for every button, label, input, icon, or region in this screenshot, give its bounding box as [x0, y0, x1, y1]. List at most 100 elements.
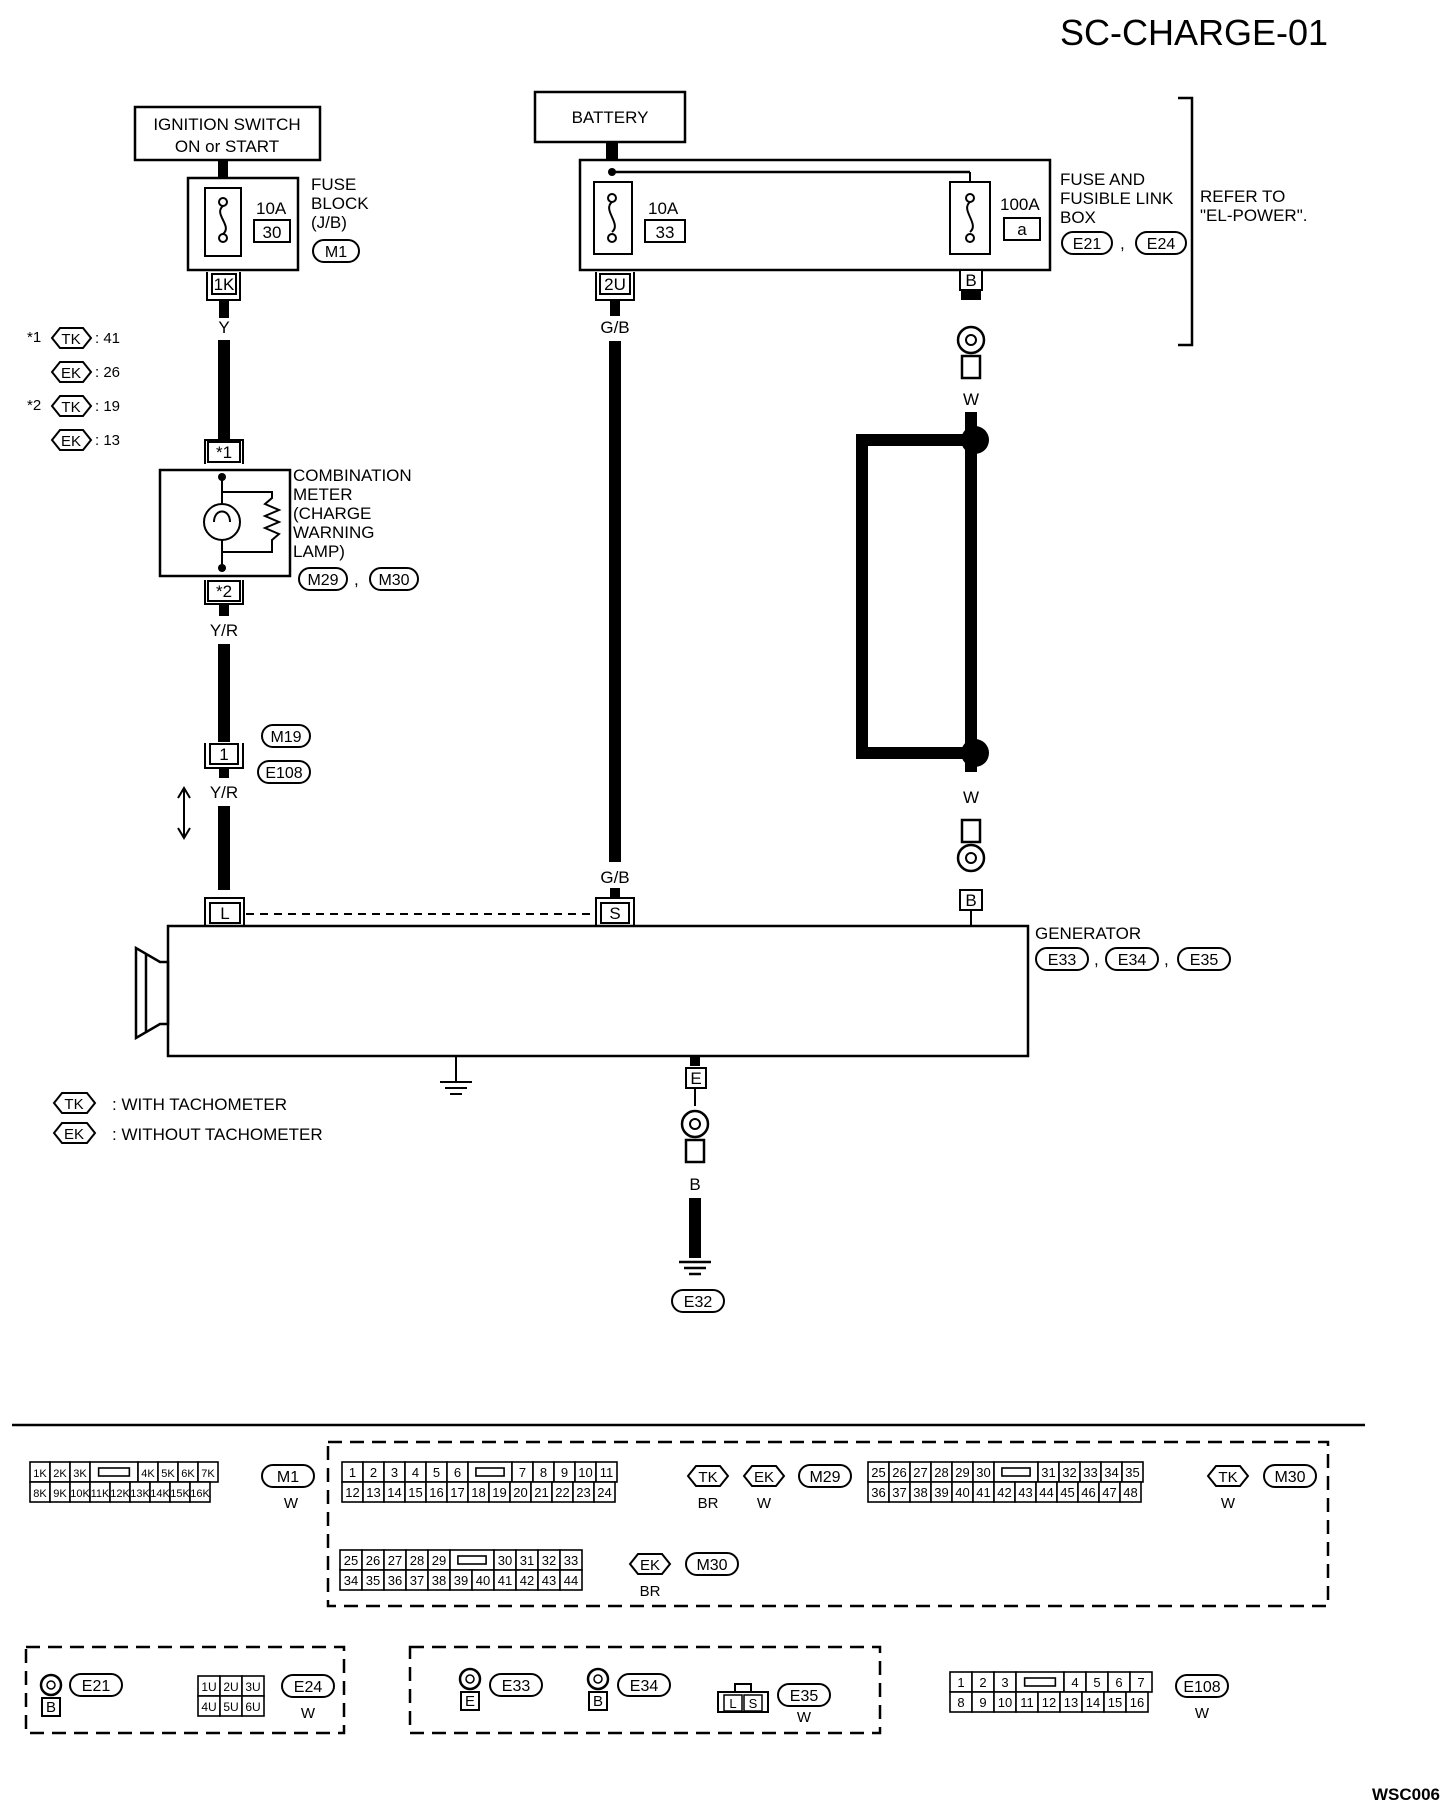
pin-label: 18: [471, 1485, 485, 1500]
pin-label: 17: [450, 1485, 464, 1500]
comb-meter-conn-2: M30: [378, 572, 409, 589]
pin-label: 15: [1108, 1695, 1122, 1710]
pin-label: 31: [1041, 1465, 1055, 1480]
pin-label: 25: [871, 1465, 885, 1480]
svg-text:EK: EK: [61, 365, 81, 382]
pin-label: 28: [410, 1553, 424, 1568]
connector-id: M1: [277, 1469, 299, 1486]
generator-conn-e34: E34: [1118, 952, 1147, 969]
pin-label: 2: [370, 1465, 377, 1480]
comb-meter-label-3: (CHARGE: [293, 504, 371, 523]
svg-text:: 13: : 13: [95, 432, 120, 449]
svg-text:: 19: : 19: [95, 398, 120, 415]
ring-terminal-icon-2: [956, 843, 986, 873]
wire-color-yr-2: Y/R: [210, 783, 238, 802]
svg-text:,: ,: [1094, 950, 1099, 969]
pin-label: 6U: [245, 1700, 260, 1714]
svg-text:S: S: [749, 1696, 758, 1711]
comb-meter-label-5: LAMP): [293, 542, 345, 561]
fusible-link-id: a: [1017, 220, 1027, 239]
terminal-e: E: [690, 1069, 701, 1088]
svg-text:B: B: [593, 1693, 603, 1710]
fuse-block-label-1: FUSE: [311, 175, 356, 194]
svg-text:: 41: : 41: [95, 330, 120, 347]
pin-label: 42: [997, 1485, 1011, 1500]
pin-label: 15K: [170, 1488, 190, 1500]
pin-label: 30: [976, 1465, 990, 1480]
connector-e33: E E33: [458, 1667, 543, 1711]
fuse-block-label-2: BLOCK: [311, 194, 369, 213]
charge-warning-lamp-icon: [203, 503, 241, 541]
pin-label: 1U: [201, 1680, 216, 1694]
svg-text:TK: TK: [61, 399, 80, 416]
fuse-link-conn-e24: E24: [1147, 236, 1176, 253]
pin-label: 2U: [223, 1680, 238, 1694]
pin-label: 34: [1104, 1465, 1118, 1480]
badge-label: TK: [698, 1469, 717, 1486]
fuse-33-number: 33: [656, 223, 675, 242]
connector-id: M30: [1274, 1469, 1305, 1486]
svg-text:B: B: [46, 1699, 56, 1716]
terminal-star1: *1: [216, 443, 232, 462]
pin-label: 11K: [91, 1488, 110, 1500]
pin-label: 6K: [181, 1468, 195, 1480]
svg-text:: WITH TACHOMETER: : WITH TACHOMETER: [112, 1095, 287, 1114]
pin-label: 5: [433, 1465, 440, 1480]
pin-note-4: EK : 13: [50, 429, 120, 451]
fuse-link-conn-e21: E21: [1073, 236, 1102, 253]
pin-label: 47: [1102, 1485, 1116, 1500]
pin-label: 2K: [53, 1468, 67, 1480]
fuse-30-number: 30: [263, 223, 282, 242]
pin-label: 33: [564, 1553, 578, 1568]
combination-meter-box: [158, 468, 292, 578]
fuse-33-icon: [607, 193, 617, 243]
connector-e34: B E34: [586, 1667, 671, 1711]
pin-label: 29: [955, 1465, 969, 1480]
pin-label: 9: [979, 1695, 986, 1710]
comb-meter-label-4: WARNING: [293, 523, 375, 542]
connector-id: E108: [1183, 1679, 1220, 1696]
pin-label: 19: [492, 1485, 506, 1500]
pin-label: 40: [955, 1485, 969, 1500]
e21-e24-group: [24, 1645, 346, 1735]
pin-label: 41: [498, 1573, 512, 1588]
connector-id: M30: [696, 1557, 727, 1574]
pin-label: 24: [597, 1485, 611, 1500]
fuse-link-box: [578, 158, 1052, 272]
svg-text:W: W: [797, 1709, 812, 1726]
pin-label: 7: [519, 1465, 526, 1480]
terminal-b: B: [965, 271, 976, 290]
m29-m30-group: [326, 1440, 1330, 1608]
connector-e21: B E21: [39, 1673, 123, 1717]
pin-label: 38: [432, 1573, 446, 1588]
pin-label: 6: [454, 1465, 461, 1480]
pin-label: 4: [412, 1465, 419, 1480]
pin-label: 3: [1001, 1675, 1008, 1690]
pin-label: 42: [520, 1573, 534, 1588]
pin-label: 26: [892, 1465, 906, 1480]
terminal-1: 1: [219, 745, 228, 764]
svg-text:L: L: [729, 1696, 736, 1711]
body-ground-icon: [440, 1056, 472, 1095]
pin-label: 15: [408, 1485, 422, 1500]
svg-text:TK: TK: [61, 331, 80, 348]
comb-meter-label-2: METER: [293, 485, 353, 504]
pin-label: 3U: [245, 1680, 260, 1694]
pin-label: 11: [1020, 1695, 1034, 1710]
pin-label: 28: [934, 1465, 948, 1480]
pin-label: 1: [349, 1465, 356, 1480]
wire-color-y: Y: [218, 318, 229, 337]
fusible-link-100a-icon: [965, 193, 975, 243]
pin-label: 32: [542, 1553, 556, 1568]
terminal-s: S: [609, 904, 620, 923]
generator-box: [166, 924, 1030, 1058]
fuse-33-amp: 10A: [648, 199, 679, 218]
ring-terminal-icon-3: [680, 1109, 710, 1139]
joint-conn-m19: M19: [270, 729, 301, 746]
diagram-title: SC-CHARGE-01: [1060, 12, 1328, 53]
fuse-link-box-label-1: FUSE AND: [1060, 170, 1145, 189]
legend-tk: TK : WITH TACHOMETER: [52, 1092, 287, 1114]
fuse-block-connector-id: M1: [325, 244, 347, 261]
joint-conn-e108: E108: [265, 765, 302, 782]
